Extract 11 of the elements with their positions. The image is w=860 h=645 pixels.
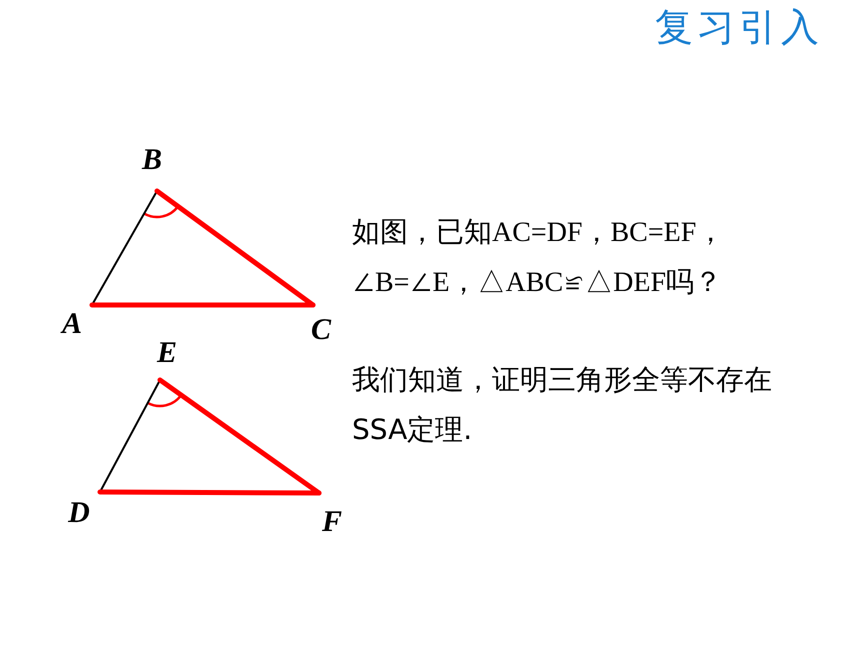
- vertex-label: B: [137, 145, 167, 191]
- title: 复习引入: [655, 4, 823, 51]
- vertex-label: A: [52, 305, 92, 339]
- vertex-label: D: [58, 492, 100, 528]
- triangle-side: [90, 302, 316, 308]
- note-text: 我们知道，证明三角形全等不存在SSA定理.: [352, 362, 773, 448]
- question-text: 如图，已知AC=DF，BC=EF，∠B=∠E，△ABC≌△DEF吗？: [352, 216, 726, 300]
- triangle-side: [98, 490, 322, 496]
- vertex-label: E: [150, 338, 184, 380]
- vertex-label: F: [312, 493, 352, 537]
- vertex-label: C: [305, 305, 337, 345]
